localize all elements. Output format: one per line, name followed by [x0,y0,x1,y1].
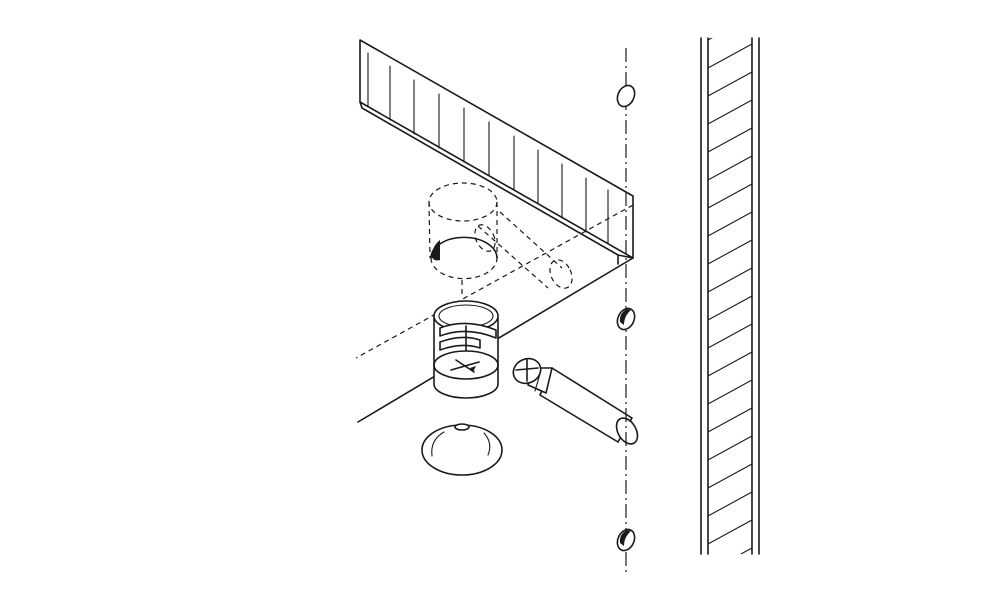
cam-lock [433,300,499,399]
shelf-panel [357,39,634,423]
side-panel-holes [616,84,636,552]
hidden-lines [355,204,634,359]
side-panel [700,37,760,555]
hole-icon [616,528,636,552]
cover-cap [421,423,503,476]
hole-icon [616,84,636,108]
hole-icon [616,307,636,331]
shelf-panel-hatch [367,52,609,245]
side-panel-hatch [708,38,752,554]
connecting-bolt [512,357,639,445]
cam-lock-cross-icon [450,359,480,373]
